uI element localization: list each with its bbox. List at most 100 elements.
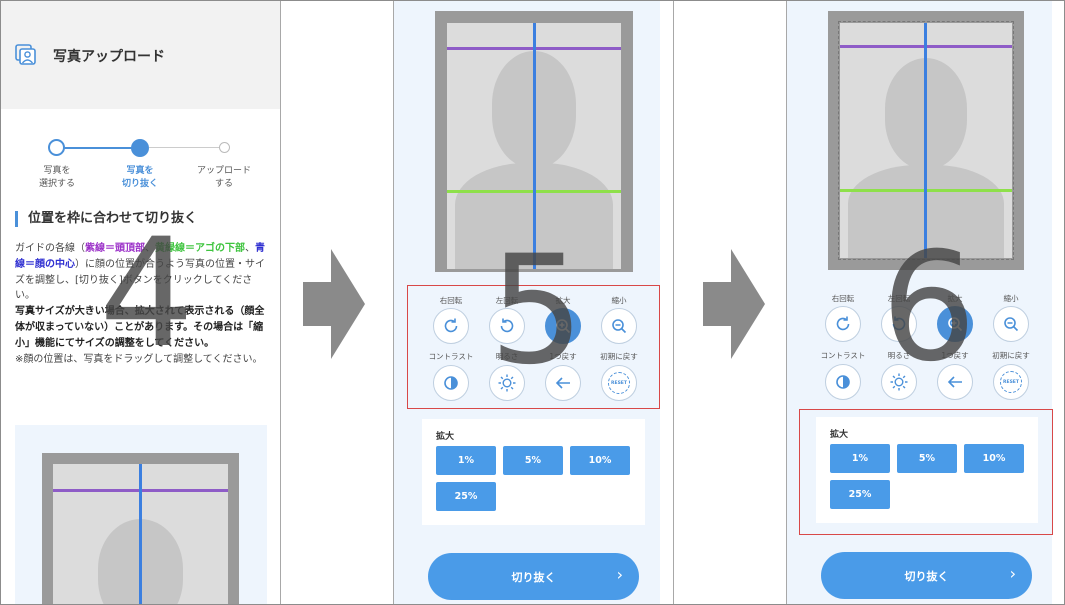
toolbar-label: 1つ戻す [549, 352, 577, 361]
photo-upload-icon [15, 44, 36, 65]
toolbar-label: 明るさ [887, 351, 911, 360]
toolbar-label: 1つ戻す [941, 351, 969, 360]
toolbar-label: コントラスト [820, 351, 866, 360]
zoom-in-button[interactable] [545, 308, 581, 344]
step-3-dot [219, 142, 230, 153]
zoom-out-icon [610, 317, 628, 335]
step-2-label: 写真を 切り抜く [121, 166, 158, 189]
contrast-icon [834, 373, 852, 391]
undo-arrow-button[interactable] [937, 364, 973, 400]
instr-green-guide: 黄緑線＝アゴの下部 [155, 243, 245, 254]
page-title: 写真アップロード [53, 49, 165, 65]
highlight-zoom-panel [799, 409, 1053, 535]
instr-text: ）に顔の位置が合うよう写真の位置・サイズを調整し、[切り抜く]ボタンをクリックし… [15, 258, 265, 302]
zoom-25-button[interactable]: 25% [830, 480, 890, 509]
step-number-6: 6 [881, 221, 977, 395]
toolbar-label: 右回転 [831, 294, 855, 303]
divider [673, 1, 674, 604]
zoom-out-button[interactable] [601, 308, 637, 344]
rotate-left-icon [890, 315, 908, 333]
reset-button[interactable]: RESET [601, 365, 637, 401]
zoom-in-icon [946, 315, 964, 333]
rotate-right-icon [834, 315, 852, 333]
undo-arrow-icon [946, 373, 964, 391]
rotate-right-icon [442, 317, 460, 335]
zoom-1-button[interactable]: 1% [436, 446, 496, 475]
zoom-10-button[interactable]: 10% [964, 444, 1024, 473]
chevron-right-icon: › [1009, 564, 1016, 583]
panel-step-4: 写真アップロード 写真を 選択する 写真を 切り抜く アップロード する 位置を… [1, 1, 280, 604]
step-number-4: 4 [99, 207, 195, 381]
cut-button[interactable]: 切り抜く › [428, 553, 639, 600]
rotate-left-button[interactable] [881, 306, 917, 342]
step-line-done [64, 147, 133, 149]
toolbar-label: 左回転 [495, 296, 519, 305]
contrast-button[interactable] [825, 364, 861, 400]
zoom-in-button[interactable] [937, 306, 973, 342]
divider [393, 1, 394, 604]
section-title: 位置を枠に合わせて切り抜く [15, 211, 197, 227]
cut-button-label: 切り抜く [511, 570, 556, 584]
divider [786, 1, 787, 604]
step-2-dot [131, 139, 149, 157]
cut-button[interactable]: 切り抜く › [821, 552, 1032, 599]
rotate-left-icon [498, 317, 516, 335]
step-1-label: 写真を 選択する [38, 166, 75, 189]
zoom-10-button[interactable]: 10% [570, 446, 630, 475]
header: 写真アップロード [1, 1, 280, 109]
zoom-title: 拡大 [830, 430, 849, 440]
zoom-in-icon [554, 317, 572, 335]
chevron-right-icon: › [616, 565, 623, 584]
toolbar-label: 縮小 [611, 296, 627, 305]
photo-crop-area-5[interactable] [435, 11, 633, 272]
instr-text: 、 [245, 243, 255, 254]
toolbar-label: 拡大 [947, 294, 963, 303]
instr-text: ガイドの各線（ [15, 243, 85, 254]
instructions: ガイドの各線（紫線＝頭頂部、黄緑線＝アゴの下部、青線＝顔の中心）に顔の位置が合う… [15, 241, 267, 367]
step-3-label: アップロード する [196, 166, 251, 189]
toolbar-label: 左回転 [887, 294, 911, 303]
toolbar-label: 初期に戻す [992, 351, 1030, 360]
zoom-5-button[interactable]: 5% [503, 446, 563, 475]
toolbar-label: 拡大 [555, 296, 571, 305]
step-line-pending [149, 147, 219, 148]
photo-preview[interactable] [42, 453, 239, 604]
instr-blue-guide: 青線＝顔の中心 [15, 243, 265, 270]
zoom-1-button[interactable]: 1% [830, 444, 890, 473]
photo-crop-area-6[interactable] [828, 11, 1024, 270]
brightness-icon [497, 373, 517, 393]
zoom-title: 拡大 [436, 432, 455, 442]
reset-icon: RESET [608, 372, 630, 394]
reset-icon: RESET [1000, 371, 1022, 393]
instr-warning: 写真サイズが大きい場合、拡大されて表示される（顔全体が収まっていない）ことがあり… [15, 306, 265, 349]
zoom-5-button[interactable]: 5% [897, 444, 957, 473]
cut-button-label: 切り抜く [904, 569, 949, 583]
zoom-out-icon [1002, 315, 1020, 333]
step-indicator: 写真を 選択する 写真を 切り抜く アップロード する [1, 139, 280, 199]
zoom-out-button[interactable] [993, 306, 1029, 342]
toolbar-label: コントラスト [428, 352, 474, 361]
toolbar-label: 明るさ [495, 352, 519, 361]
instr-text: 、 [145, 243, 155, 254]
arrow-right-icon [303, 249, 365, 359]
rotate-left-button[interactable] [489, 308, 525, 344]
instr-note: ※顔の位置は、写真をドラッグして調整してください。 [15, 353, 263, 365]
brightness-button[interactable] [881, 364, 917, 400]
rotate-right-button[interactable] [825, 306, 861, 342]
rotate-right-button[interactable] [433, 308, 469, 344]
zoom-panel: 拡大 1% 5% 10% 25% [422, 419, 645, 525]
step-number-5: 5 [489, 224, 585, 398]
brightness-button[interactable] [489, 365, 525, 401]
contrast-button[interactable] [433, 365, 469, 401]
undo-arrow-button[interactable] [545, 365, 581, 401]
reset-button[interactable]: RESET [993, 364, 1029, 400]
zoom-25-button[interactable]: 25% [436, 482, 496, 511]
toolbar-label: 縮小 [1003, 294, 1019, 303]
highlight-toolbar [407, 285, 660, 409]
arrow-right-icon [703, 249, 765, 359]
step-1-dot [48, 139, 65, 156]
undo-arrow-icon [554, 374, 572, 392]
instr-purple-guide: 紫線＝頭頂部 [85, 243, 145, 254]
brightness-icon [889, 372, 909, 392]
